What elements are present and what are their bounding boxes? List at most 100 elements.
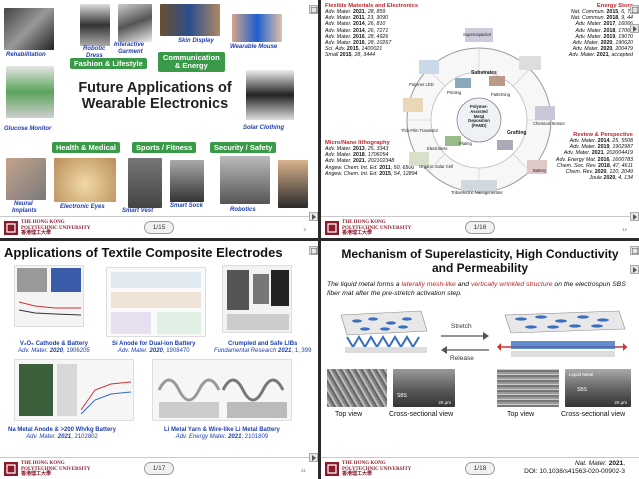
slide-4-superelasticity[interactable]: Mechanism of Superelasticity, High Condu… (321, 241, 639, 479)
wheel-center-1: Polymer- (470, 104, 488, 109)
expand-icon (632, 248, 638, 254)
wheel-label-printing: Printing (447, 90, 462, 95)
sem-cross-section-2: Liquid Metal SBS 20 μm (565, 369, 631, 407)
reference-item: Adv. Mater. 2014, 25, 5508 (556, 138, 633, 144)
reference-journal: Adv. Mater. (325, 40, 353, 47)
wheel-label-plating: Plating (459, 141, 472, 146)
university-line3: 香港理工大學 (342, 472, 373, 477)
label-cross-section-1: Cross-sectional view (389, 411, 454, 418)
wheel-segment (445, 136, 461, 146)
polyu-logo-icon (325, 462, 339, 476)
slide-3-nav-button[interactable] (309, 453, 318, 462)
wheel-photo (461, 180, 497, 192)
slide-1-footer: THE HONG KONG POLYTECHNIC UNIVERSITY 香港理… (0, 216, 318, 238)
slide-4-nav-button[interactable] (630, 265, 639, 274)
slide-2-nav-button-1[interactable] (630, 24, 639, 33)
solar-clothing-image (246, 70, 294, 120)
caption-li-metal: Li Metal Yarn & Wire-like Li Metal Batte… (164, 427, 280, 441)
reference-item: Adv. Mater. 2019, 1902987 (556, 144, 633, 150)
slide-4-title: Mechanism of Superelasticity, High Condu… (321, 247, 639, 275)
reference-item: Adv. Mater. 2013, 25, 3343 (325, 146, 418, 152)
wheel-photo (527, 160, 547, 174)
caption-li-year: 2021 (228, 434, 242, 440)
play-icon (633, 214, 637, 220)
reference-item: Nat. Commun. 2018, 9, 44 (569, 15, 633, 21)
wrinkled-structure-schematic (340, 310, 428, 353)
slide-4-ref-journal: Nat. Mater. (574, 460, 607, 467)
slide-1-expand-button[interactable] (309, 5, 318, 14)
polyu-logo-icon (4, 221, 18, 235)
label-wearable-mouse: Wearable Mouse (230, 44, 278, 50)
slide-1-pager[interactable]: 1/15 (144, 221, 174, 234)
caption-si-anode-title: Si Anode for Dual-ion Battery (112, 341, 196, 347)
caption-crumpled-year: 2021 (278, 348, 292, 354)
slide-2-expand-button[interactable] (630, 5, 639, 14)
slide-3-textile-electrodes[interactable]: Applications of Textile Composite Electr… (0, 241, 318, 479)
label-glucose-monitor: Glucose Monitor (4, 126, 52, 132)
caption-li-title: Li Metal Yarn & Wire-like Li Metal Batte… (164, 427, 280, 433)
release-arrow-icon (441, 346, 489, 354)
university-line3: 香港理工大學 (21, 231, 52, 236)
smart-vest-image (128, 158, 162, 208)
wheel-segment (497, 140, 513, 150)
reference-volume: , 202004419 (603, 150, 633, 157)
pamd-wheel-diagram (403, 28, 555, 193)
slide-2-nav-button-2[interactable] (630, 212, 639, 221)
sem-sbs-label-1: SBS (397, 393, 408, 399)
slide-3-expand-button[interactable] (309, 246, 318, 255)
flex-materials-block: Flexible Materials and Electronics Adv. … (325, 3, 418, 59)
reference-journal: Angew. Chem. Int. Ed. (325, 164, 380, 171)
caption-li-ref: Adv. Energy Mater. (175, 434, 227, 440)
caption-v2o5-year: 2020 (49, 348, 64, 354)
review-block: Review & Perspective Adv. Mater. 2014, 2… (556, 132, 633, 181)
slide-3-page-number: 31 (300, 468, 306, 473)
university-line1: THE HONG KONG (21, 220, 65, 225)
reference-journal: Adv. Mater. (572, 46, 601, 53)
worker-image (278, 160, 308, 208)
slide-3-pager[interactable]: 1/17 (144, 462, 174, 475)
slide-4-pager[interactable]: 1/18 (465, 462, 495, 475)
rehab-glove-image (4, 8, 54, 50)
wheel-photo (419, 60, 439, 74)
slide-1-nav-button[interactable] (309, 212, 318, 221)
wheel-photo (535, 106, 555, 120)
reference-year: 2021 (352, 9, 365, 15)
university-line3: 香港理工大學 (342, 231, 373, 236)
wheel-center-4: Deposition (468, 118, 490, 124)
slide-4-expand-button[interactable] (630, 246, 639, 255)
wheel-label-triboelectric: Triboelectric Nanogenerator (451, 190, 503, 195)
flex-heading: Flexible Materials and Electronics (325, 3, 419, 9)
slide-4-title-line2: and Permeability (431, 261, 529, 275)
wheel-segment (455, 78, 471, 88)
reference-year: 2018 (606, 15, 619, 22)
reference-journal: Adv. Mater. (325, 15, 353, 22)
university-name: THE HONG KONG POLYTECHNIC UNIVERSITY 香港理… (21, 220, 90, 237)
caption-v2o5-num: , 1906205 (63, 348, 90, 354)
university-line1: THE HONG KONG (21, 461, 65, 466)
reference-journal: Adv. Mater. (325, 158, 353, 165)
review-heading: Review & Perspective (573, 132, 633, 138)
slide-1-title-line2: Wearable Electronics (81, 96, 229, 112)
wheel-label-chemical-sensor: Chemical Sensor (533, 121, 565, 126)
wheel-label-electroless: Electroless (427, 146, 448, 151)
sem-scale-2: 20 μm (614, 400, 627, 405)
reference-volume: , 25, 3343 (364, 146, 389, 152)
reference-year: 2015 (346, 46, 359, 53)
slide-2-pager[interactable]: 1/16 (465, 221, 495, 234)
caption-crumpled-ref: Fundamental Research (214, 348, 277, 354)
wheel-label-battery: Battery (533, 168, 547, 173)
slide-1-future-applications[interactable]: Rehabilitation Robotic Dress Interactive… (0, 0, 318, 238)
pill-communication-1: Communication & Energy (158, 52, 225, 72)
label-robotic-dress-1: Robotic (83, 46, 106, 52)
expand-icon (311, 248, 317, 254)
pill-communication-line2: & Energy (174, 61, 208, 70)
reference-volume: , 202102348 (364, 158, 395, 165)
caption-si-num: , 1908470 (162, 348, 190, 354)
reference-journal: Sci. Adv. (325, 46, 347, 53)
reference-year: 2014 (352, 27, 365, 34)
slide-2-research-overview[interactable]: Flexible Materials and Electronics Adv. … (321, 0, 639, 238)
